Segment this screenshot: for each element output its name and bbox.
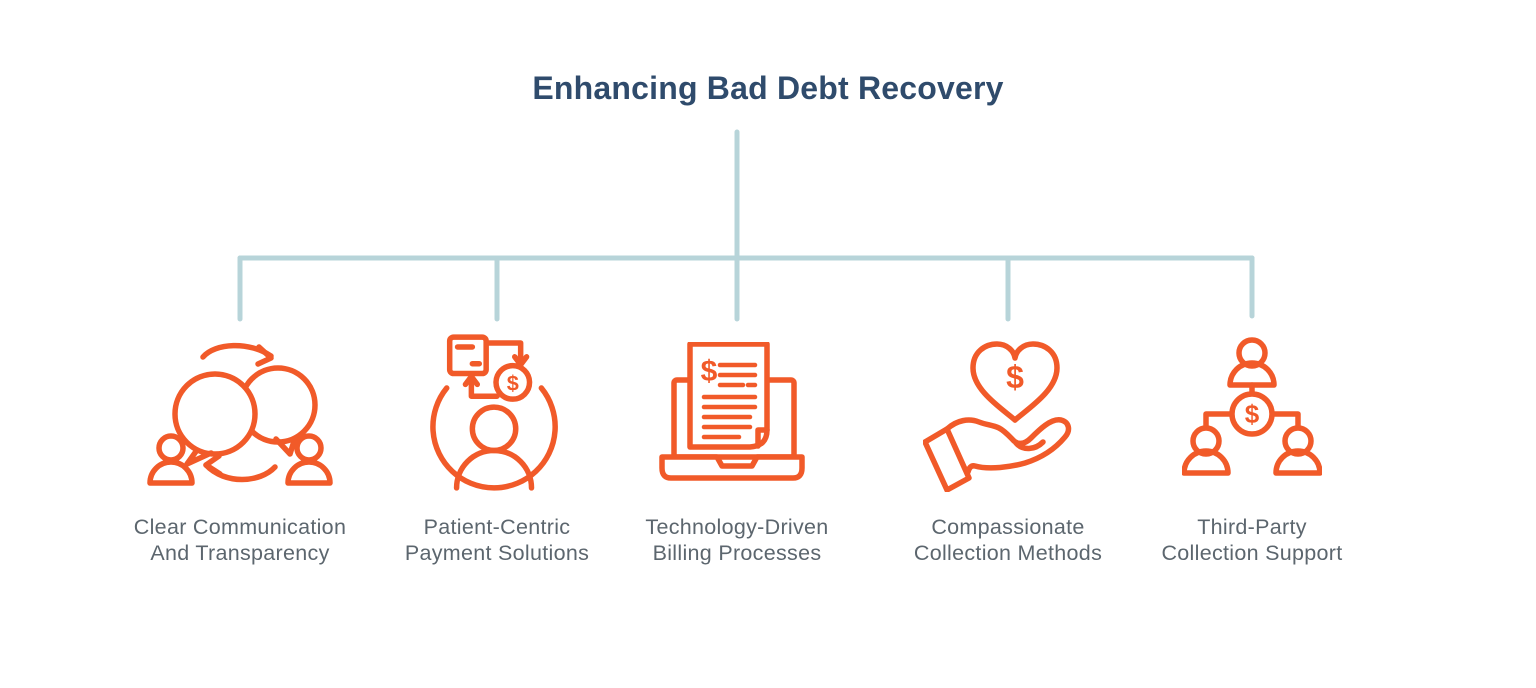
people-network-dollar-icon: $ <box>1182 337 1322 487</box>
branch-label-line1: Compassionate <box>931 515 1085 539</box>
branch-label: Technology-Driven Billing Processes <box>617 514 857 566</box>
branch-label: Clear Communication And Transparency <box>120 514 360 566</box>
branch-label: Compassionate Collection Methods <box>888 514 1128 566</box>
branch-label-line1: Technology-Driven <box>645 515 829 539</box>
branch-clear-communication: Clear Communication And Transparency <box>120 328 360 566</box>
branch-third-party: $ Third-Party Collection Support <box>1132 328 1372 566</box>
laptop-invoice-icon: $ <box>657 342 817 482</box>
branch-label-line2: And Transparency <box>150 541 330 565</box>
branch-label-line2: Collection Support <box>1161 541 1343 565</box>
branch-label-line1: Clear Communication <box>133 515 347 539</box>
branch-label-line2: Collection Methods <box>913 541 1103 565</box>
branch-compassionate: $ Compassionate Collection Methods <box>888 328 1128 566</box>
branch-patient-centric: $ Patient-Centric Payment Solutions <box>377 328 617 566</box>
branch-label-line2: Billing Processes <box>652 541 822 565</box>
dollar-sign: $ <box>701 355 718 388</box>
branch-label-line1: Third-Party <box>1197 515 1307 539</box>
dollar-sign: $ <box>507 370 519 395</box>
communication-cycle-icon <box>145 337 335 487</box>
page-title: Enhancing Bad Debt Recovery <box>532 70 1004 106</box>
branch-label: Third-Party Collection Support <box>1132 514 1372 566</box>
branch-label-line2: Payment Solutions <box>404 541 590 565</box>
dollar-sign: $ <box>1006 359 1024 395</box>
branch-label: Patient-Centric Payment Solutions <box>377 514 617 566</box>
branch-technology-driven: $ Technology-Driven Billing Processes <box>617 328 857 566</box>
hand-holding-heart-icon: $ <box>923 332 1093 492</box>
branch-label-line1: Patient-Centric <box>423 515 571 539</box>
dollar-sign: $ <box>1245 399 1260 429</box>
patient-payment-cycle-icon: $ <box>428 333 566 491</box>
